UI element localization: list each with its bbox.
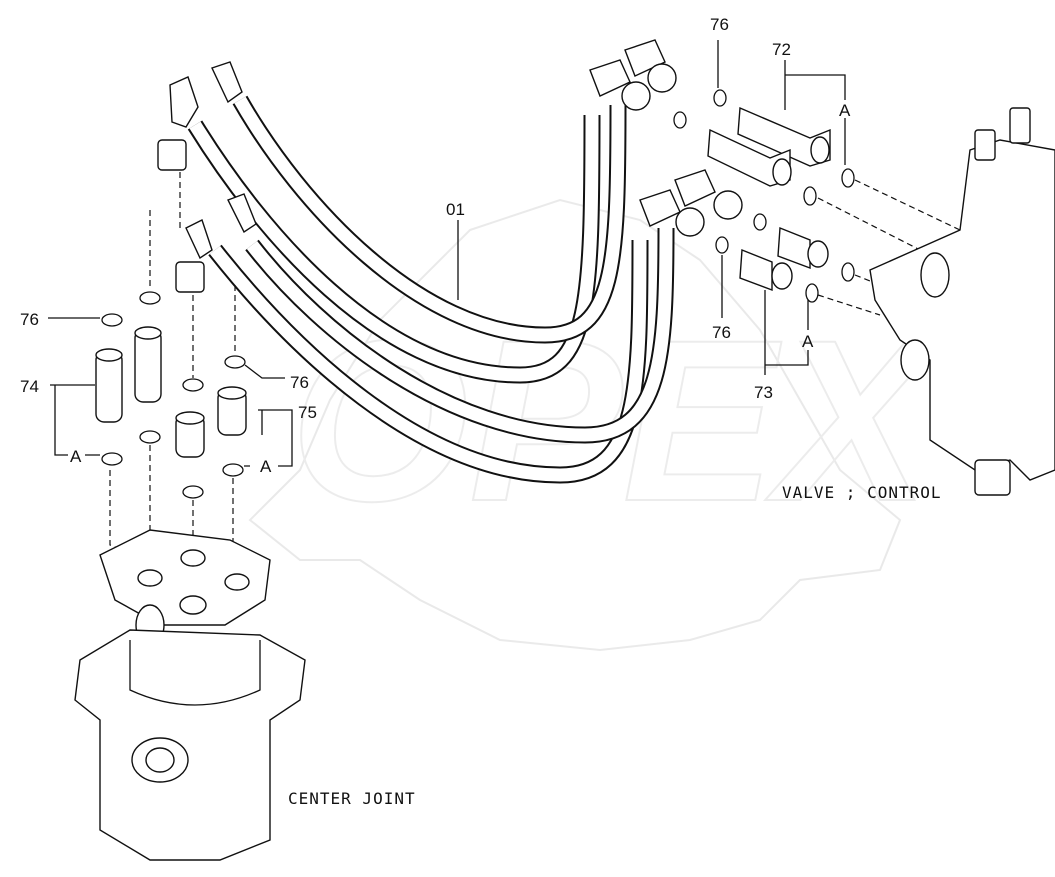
adapters [95, 106, 831, 458]
hose-assembly [157, 39, 743, 484]
alignment-lines [109, 172, 961, 600]
label-a-mid-left: A [260, 457, 272, 476]
label-75: 75 [298, 403, 317, 422]
leader-lines [48, 40, 846, 467]
center-joint [74, 529, 306, 861]
label-a-bottom-right: A [802, 332, 814, 351]
label-73: 73 [754, 383, 773, 402]
label-01: 01 [446, 200, 465, 219]
label-76-mid-left: 76 [290, 373, 309, 392]
caption-valve-control: VALVE ; CONTROL [782, 483, 942, 502]
caption-center-joint: CENTER JOINT [288, 789, 416, 808]
label-a-left: A [70, 447, 82, 466]
o-rings [101, 89, 855, 499]
control-valve [869, 107, 1055, 496]
label-72: 72 [772, 40, 791, 59]
label-76-top: 76 [710, 15, 729, 34]
label-76-right: 76 [712, 323, 731, 342]
label-74: 74 [20, 377, 39, 396]
label-a-top-right: A [839, 101, 851, 120]
label-76-left: 76 [20, 310, 39, 329]
